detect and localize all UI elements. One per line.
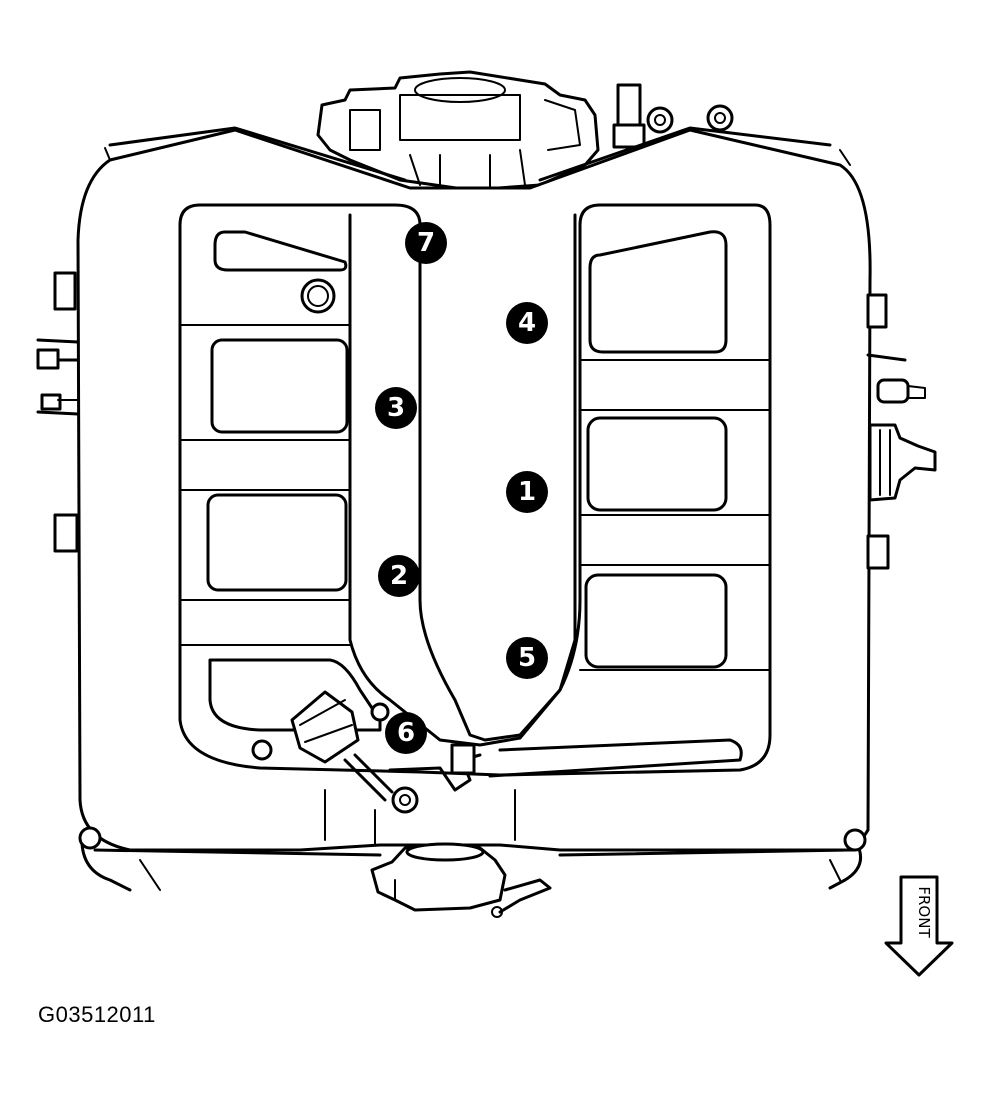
svg-text:4: 4 xyxy=(518,308,536,338)
front-label: FRONT xyxy=(915,886,933,938)
callout-7: 7 xyxy=(405,222,447,264)
svg-text:6: 6 xyxy=(397,718,415,748)
bottom-sensor xyxy=(370,842,552,918)
svg-text:7: 7 xyxy=(417,228,435,258)
left-runners xyxy=(206,230,382,761)
lower-flange xyxy=(78,789,867,892)
right-runners xyxy=(488,230,743,778)
right-fittings xyxy=(866,293,937,570)
svg-text:5: 5 xyxy=(518,643,536,673)
egr-actuator xyxy=(290,690,482,814)
callout-1: 1 xyxy=(506,471,548,513)
front-arrow-icon: FRONT xyxy=(884,875,954,977)
callout-6: 6 xyxy=(385,712,427,754)
plenum-outline xyxy=(178,203,772,777)
throttle-body xyxy=(316,70,600,192)
cross-ribs xyxy=(179,324,771,671)
callout-3: 3 xyxy=(375,387,417,429)
vacuum-fittings xyxy=(612,83,734,149)
callout-5: 5 xyxy=(506,637,548,679)
callout-2: 2 xyxy=(378,555,420,597)
svg-text:1: 1 xyxy=(518,477,536,507)
svg-text:3: 3 xyxy=(387,393,405,423)
figure-code: G03512011 xyxy=(38,1002,156,1027)
left-fittings xyxy=(36,271,80,553)
callout-4: 4 xyxy=(506,302,548,344)
svg-text:2: 2 xyxy=(390,561,408,591)
